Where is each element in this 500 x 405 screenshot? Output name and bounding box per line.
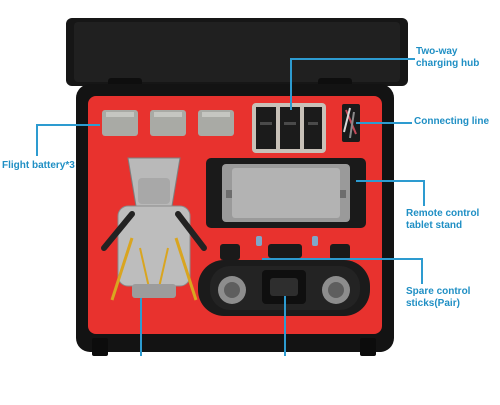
propeller-right <box>174 237 198 301</box>
tablet-stand <box>206 158 366 228</box>
leader-line <box>284 296 286 356</box>
propeller-left <box>110 237 134 301</box>
callout-text: Two-way <box>416 46 458 57</box>
callout-control-sticks: Spare control sticks(Pair) <box>406 286 470 310</box>
drone <box>101 157 207 301</box>
leader-line <box>291 58 415 60</box>
connecting-cables <box>342 104 360 142</box>
leader-line <box>421 258 423 284</box>
remote-controller <box>198 260 370 316</box>
callout-tablet-stand: Remote control tablet stand <box>406 208 479 232</box>
leader-line <box>36 124 100 126</box>
callout-text: Remote control <box>406 208 480 219</box>
case-lid-inner <box>74 22 400 82</box>
charging-hub <box>252 103 326 153</box>
leader-line <box>290 58 292 110</box>
callout-connecting-line: Connecting line <box>414 116 489 127</box>
leader-line <box>262 258 422 260</box>
callout-flight-battery: Flight battery*3 <box>2 160 75 171</box>
leader-line <box>356 180 424 182</box>
leader-line <box>356 122 412 124</box>
flight-batteries <box>102 110 234 136</box>
leader-line <box>36 124 38 156</box>
latch-left <box>92 338 108 356</box>
latch-right <box>360 338 376 356</box>
callout-text: tablet stand <box>406 220 463 231</box>
spare-stick-slots <box>220 236 350 260</box>
callout-text: charging hub <box>416 58 480 69</box>
callout-text: sticks(Pair) <box>406 298 460 309</box>
leader-line <box>140 298 142 356</box>
callout-charging-hub: Two-way charging hub <box>416 46 479 70</box>
callout-text: Spare control <box>406 286 471 297</box>
leader-line <box>423 180 425 206</box>
